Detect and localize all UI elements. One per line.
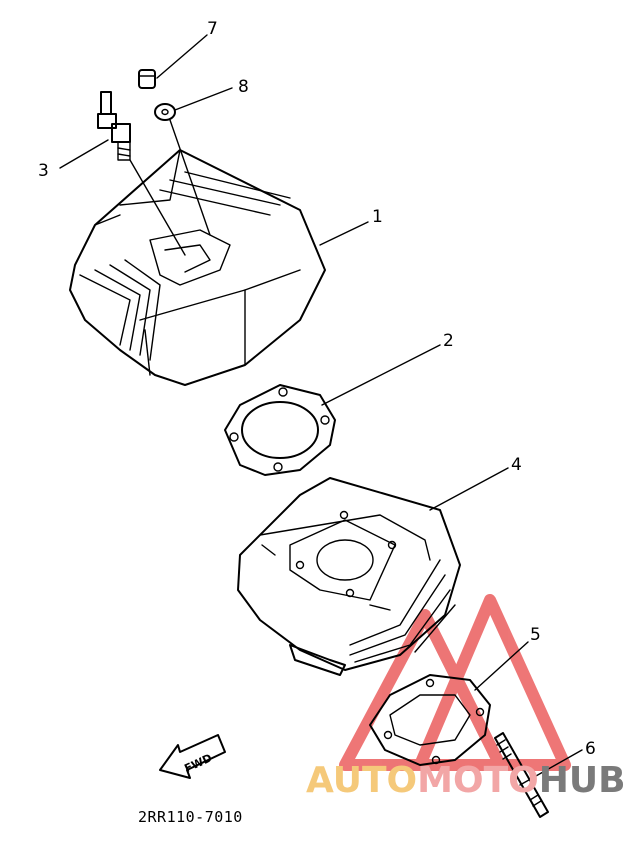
svg-text:AUTOMOTOHUB: AUTOMOTOHUB xyxy=(306,760,626,801)
watermark-hub: HUB xyxy=(539,760,626,801)
washer xyxy=(154,103,211,236)
callout-7: 7 xyxy=(207,19,218,39)
base-gasket xyxy=(369,674,491,766)
callout-2: 2 xyxy=(443,331,454,351)
fwd-label: FWD xyxy=(182,751,214,775)
leader-lines xyxy=(59,34,583,786)
watermark-moto: MOTO xyxy=(417,760,539,801)
callout-3: 3 xyxy=(38,161,49,181)
callout-1: 1 xyxy=(372,207,383,227)
callout-labels: 7 8 3 1 2 4 5 6 xyxy=(38,19,596,759)
nut xyxy=(138,69,156,89)
watermark-text: AUTOMOTOHUB xyxy=(306,760,626,801)
spark-plug xyxy=(97,91,186,256)
part-code: 2RR110-7010 xyxy=(138,808,243,826)
cylinder xyxy=(237,477,461,676)
stud-bolt xyxy=(494,732,549,818)
fwd-arrow: FWD xyxy=(159,734,226,779)
callout-5: 5 xyxy=(530,625,541,645)
cylinder-head xyxy=(69,149,326,386)
callout-4: 4 xyxy=(511,455,522,475)
watermark-auto: AUTO xyxy=(306,760,417,801)
callout-6: 6 xyxy=(585,739,596,759)
callout-8: 8 xyxy=(238,77,249,97)
head-gasket xyxy=(224,384,336,476)
